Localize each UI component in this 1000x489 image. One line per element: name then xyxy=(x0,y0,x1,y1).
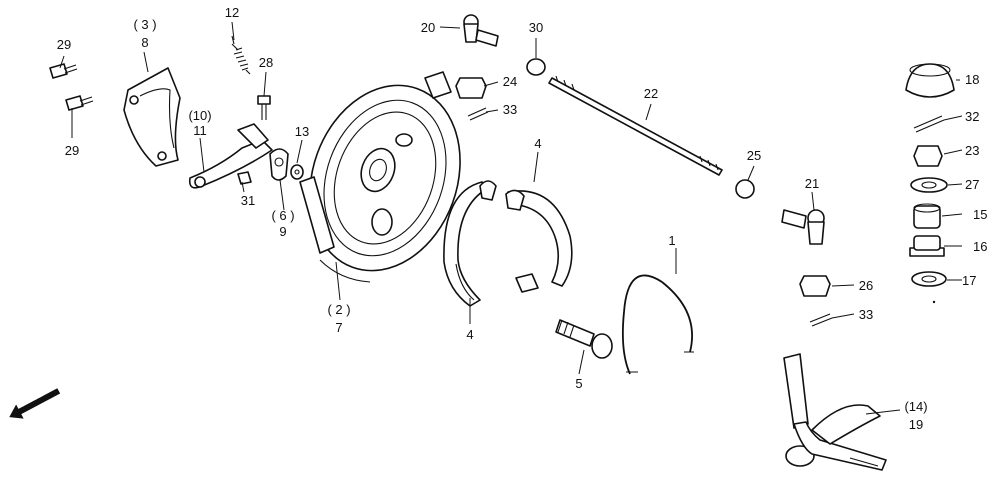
arm-bracket-drawing xyxy=(123,67,181,167)
nut-26-drawing xyxy=(799,275,831,297)
callout-7-line1: ( 2 ) xyxy=(327,302,350,317)
brake-arm-drawing xyxy=(188,123,273,189)
callout-29b-line1: 29 xyxy=(65,143,79,158)
callout-11-line1: (10) xyxy=(188,108,211,123)
detail-dot xyxy=(932,300,936,304)
nut-23-drawing xyxy=(913,145,943,167)
cotter-pin-32-drawing xyxy=(913,115,945,133)
brake-shoe-left-drawing xyxy=(443,180,497,307)
callout-33b-line1: 33 xyxy=(859,307,873,322)
fwd-arrow-icon xyxy=(9,388,61,419)
washer-17-drawing xyxy=(911,271,947,287)
callout-23-line1: 23 xyxy=(965,143,979,158)
callout-26-line1: 26 xyxy=(859,278,873,293)
ball-joint-21-drawing xyxy=(781,209,825,245)
callout-11-line2: 11 xyxy=(193,123,207,138)
spring-12-drawing xyxy=(231,35,251,75)
leader-lines xyxy=(59,21,963,415)
callout-30-line1: 30 xyxy=(529,20,543,35)
circlip-drawing xyxy=(621,274,694,375)
callout-20-line1: 20 xyxy=(421,20,435,35)
brake-shoe-right-drawing xyxy=(505,189,573,293)
callout-33a-line1: 33 xyxy=(503,102,517,117)
callout-8-line2: 8 xyxy=(141,35,148,50)
callout-9-line2: 9 xyxy=(279,224,286,239)
brake-panel-drawing xyxy=(299,71,461,283)
washer-27-drawing xyxy=(910,177,948,193)
callout-9-line1: ( 6 ) xyxy=(271,208,294,223)
callout-4a-line1: 4 xyxy=(534,136,541,151)
callout-21-line1: 21 xyxy=(805,176,819,191)
fwd-arrow: FWD xyxy=(9,384,61,419)
callout-5-line1: 5 xyxy=(575,376,582,391)
nut-30-drawing xyxy=(526,58,546,76)
cotter-pin-33b-drawing xyxy=(809,313,833,327)
callout-13-line1: 13 xyxy=(295,124,309,139)
nut-25-drawing xyxy=(735,179,755,199)
callout-25-line1: 25 xyxy=(747,148,761,163)
callout-24-line1: 24 xyxy=(503,74,517,89)
callout-29a-line1: 29 xyxy=(57,37,71,52)
dust-cap-drawing xyxy=(905,63,955,98)
bushing-16-drawing xyxy=(909,235,945,257)
callout-4b-line1: 4 xyxy=(466,327,473,342)
bushing-15-drawing xyxy=(913,203,941,229)
callout-19-line2: 19 xyxy=(909,417,923,432)
bolt-29-drawings xyxy=(49,63,94,111)
callout-7-line2: 7 xyxy=(335,320,342,335)
callout-16-line1: 16 xyxy=(973,239,987,254)
cotter-pin-33a-drawing xyxy=(467,107,489,121)
callout-15-line1: 15 xyxy=(973,207,987,222)
callout-12-line1: 12 xyxy=(225,5,239,20)
callout-22-line1: 22 xyxy=(644,86,658,101)
callout-28-line1: 28 xyxy=(259,55,273,70)
nut-24-drawing xyxy=(455,77,487,99)
callout-32-line1: 32 xyxy=(965,109,979,124)
knuckle-drawing xyxy=(783,353,887,471)
callout-labels: 1 ( 3 ) 8 ( 2 ) 7 4 4 5 ( 6 ) 9 (10) 11 … xyxy=(57,5,988,432)
bolt-28-drawing xyxy=(257,95,271,120)
callout-1-line1: 1 xyxy=(668,233,675,248)
callout-8-line1: ( 3 ) xyxy=(133,17,156,32)
callout-27-line1: 27 xyxy=(965,177,979,192)
tie-rod-drawing xyxy=(548,75,723,176)
callout-19-line1: (14) xyxy=(904,399,927,414)
anchor-pin-drawing xyxy=(555,319,613,359)
callout-17-line1: 17 xyxy=(962,273,976,288)
indicator-plate-drawing xyxy=(237,148,304,185)
callout-18-line1: 18 xyxy=(965,72,979,87)
ball-joint-20-drawing xyxy=(463,14,499,47)
callout-31-line1: 31 xyxy=(241,193,255,208)
